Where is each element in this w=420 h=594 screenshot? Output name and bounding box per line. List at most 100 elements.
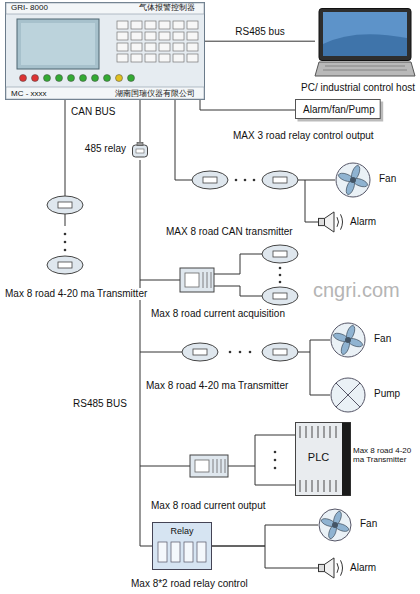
rs485-bus-wire (140, 160, 152, 546)
output-box (190, 455, 228, 477)
node-label: Fan (379, 173, 396, 185)
continuation-dot (64, 233, 67, 236)
fan-ring (331, 323, 365, 357)
module-window (185, 273, 199, 287)
fan-shape (319, 509, 351, 541)
transmitter-oval (182, 343, 218, 361)
indicator-led (104, 75, 111, 82)
plc-terminal (299, 426, 300, 438)
node-note: 气体报警控制器 (139, 3, 195, 13)
transmitter-oval (47, 196, 83, 214)
node-label: Fan (374, 333, 391, 345)
continuation-dot (279, 267, 282, 270)
keypad-key (145, 43, 156, 51)
horn-bell (325, 558, 335, 578)
plc-terminal (299, 480, 300, 492)
plc-terminal (311, 480, 312, 492)
plc-terminal (335, 480, 336, 492)
lcd-glass (21, 23, 95, 65)
lcd-screen (17, 19, 99, 69)
relay-coil (171, 542, 180, 562)
plc-terminal (329, 480, 330, 492)
acquisition-module (180, 268, 214, 292)
keypad-key (173, 43, 184, 51)
keypad-key (145, 21, 156, 29)
keypad-key (145, 32, 156, 40)
transmitter-oval (192, 171, 228, 189)
plc-band (342, 423, 351, 496)
continuation-dot (279, 281, 282, 284)
alarm-symbol: Alarm (318, 210, 344, 234)
group-caption: MAX 3 road relay control output (232, 130, 375, 142)
plc-terminal (329, 426, 330, 438)
fan-shape (336, 163, 370, 197)
keypad-key (159, 32, 170, 40)
node-label: Relay (152, 526, 212, 537)
relay-coil (184, 542, 193, 562)
fan-hub (350, 177, 356, 183)
plc-box: PLCMax 8 road 4-20 ma Transmitter (295, 422, 351, 496)
indicator-led (116, 75, 123, 82)
keypad-key (117, 43, 128, 51)
indicator-led (20, 75, 27, 82)
node-label: Alarm (350, 562, 376, 574)
bus-name: RS485 BUS (72, 398, 128, 410)
ctrl-shape (6, 3, 205, 100)
plc-terminal (317, 426, 318, 438)
fan-hub (332, 522, 338, 528)
keypad-key (131, 32, 142, 40)
node-outline (330, 377, 366, 413)
plc-terminal (305, 480, 306, 492)
node-outline (5, 2, 205, 100)
node-outline (132, 142, 148, 160)
transmitter-oval (262, 245, 298, 263)
name-band (6, 87, 204, 99)
output-wire (140, 435, 295, 485)
panel-body (6, 3, 205, 100)
plc-terminal (317, 480, 318, 492)
bus-name: CAN BUS (70, 106, 116, 118)
group-caption: Max 8 road 4-20 ma Transmitter (4, 288, 148, 300)
horn-bell (325, 212, 335, 232)
fan-ring (319, 509, 351, 541)
keypad-key (117, 54, 128, 62)
keypad-key (131, 21, 142, 29)
keypad-key (187, 21, 198, 29)
node-label: PC/ industrial control host (301, 82, 415, 94)
bus-connector (212, 525, 318, 546)
sound-waves (337, 560, 343, 575)
continuation-dot (253, 179, 256, 182)
group-caption: Max 8 road current output (150, 500, 267, 512)
node-label: 485 relay (85, 143, 126, 155)
keypad-key (159, 43, 170, 51)
title-band (6, 3, 204, 14)
plc-terminal (323, 480, 324, 492)
acquisition-wire (140, 254, 262, 296)
indicator-led (80, 75, 87, 82)
indicator-led (68, 75, 75, 82)
keypad-key (159, 21, 170, 29)
fan-symbol: Fan (330, 322, 366, 358)
horn-shape (319, 212, 343, 232)
group-caption: MAX 8 road CAN transmitter (165, 226, 294, 238)
controller-panel: GRI- 8000气体报警控制器MC - xxxx湖南国瑞仪器有限公司 (5, 2, 205, 100)
acquisition-box (180, 268, 214, 292)
node-label: PLC (295, 451, 342, 464)
node-label: Pump (374, 388, 400, 400)
device-terminal (137, 143, 143, 146)
node-label: Fan (360, 518, 377, 530)
indicator-led (32, 75, 39, 82)
output-box: Alarm/fan/Pump (295, 99, 383, 121)
continuation-dot (235, 179, 238, 182)
keypad-key (159, 54, 170, 62)
keypad-key (145, 54, 156, 62)
device-shape (133, 143, 148, 158)
device-window (136, 149, 144, 153)
continuation-dot (64, 249, 67, 252)
plc-terminal (323, 426, 324, 438)
laptop-screen (323, 12, 407, 56)
node-outline (330, 322, 366, 358)
pump-shape (331, 378, 365, 412)
plc-terminal (305, 426, 306, 438)
fan-symbol: Fan (318, 508, 352, 542)
